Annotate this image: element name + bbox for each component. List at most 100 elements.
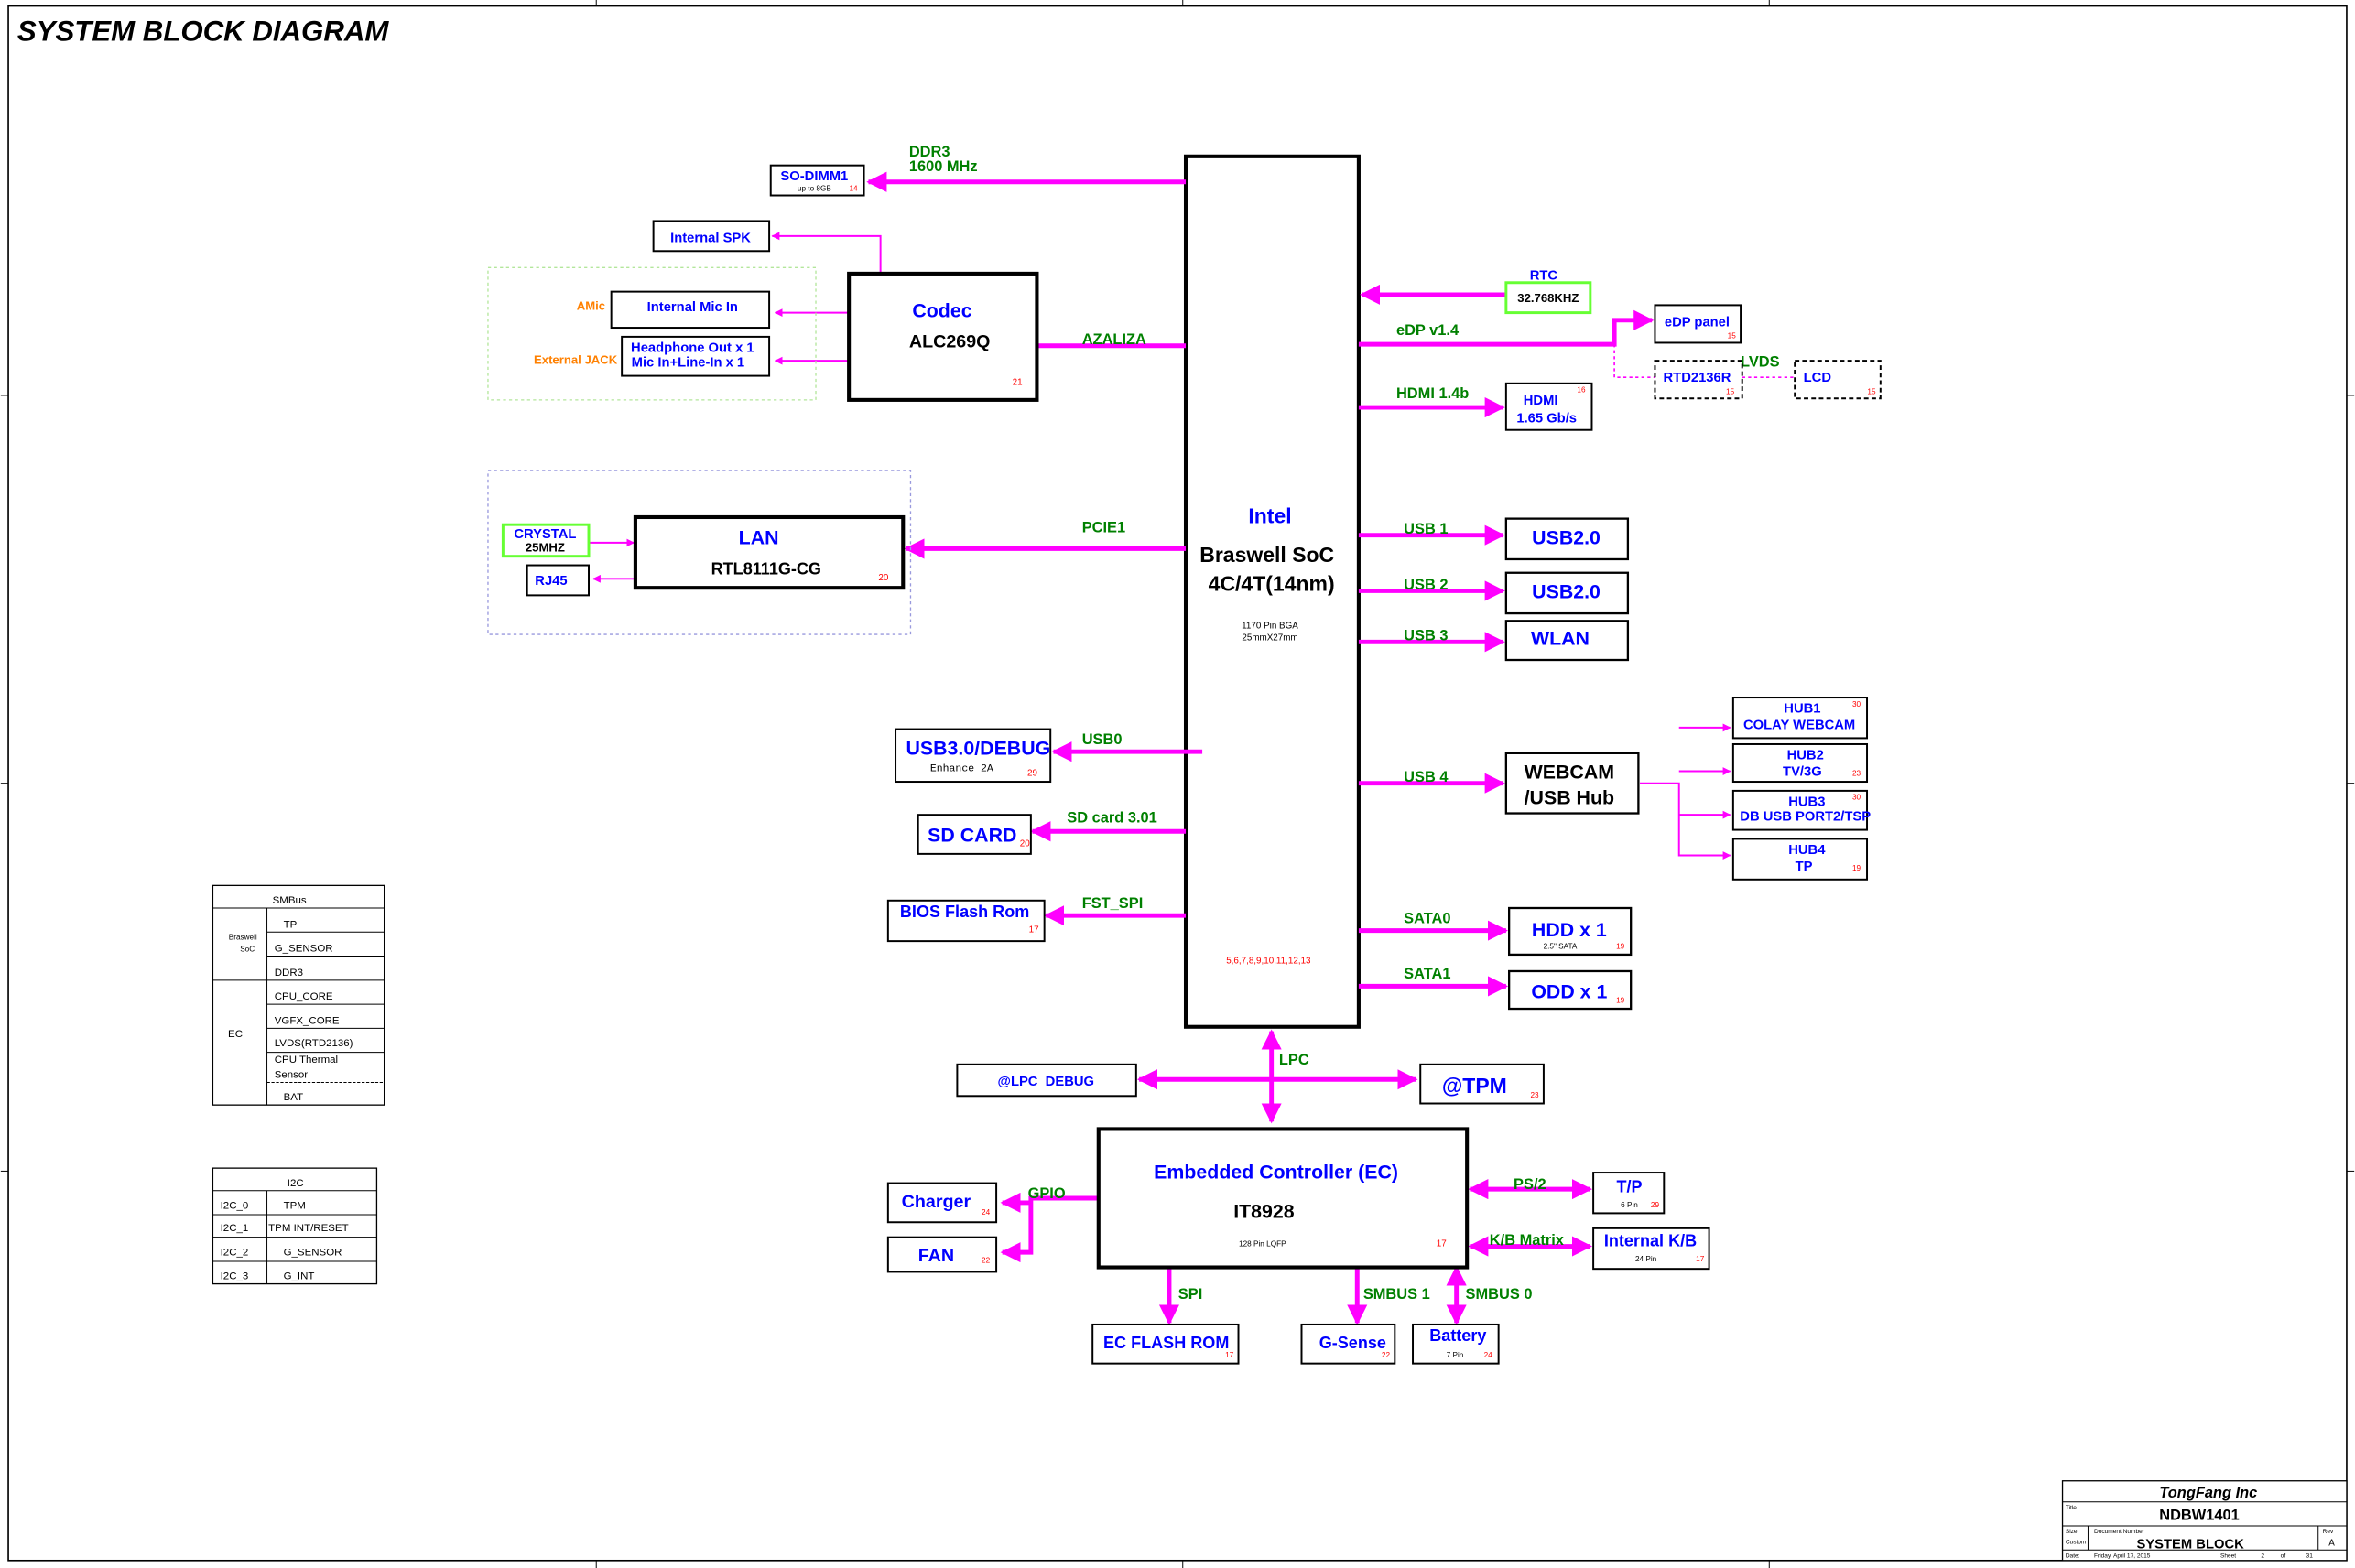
hdmi-rate: 1.65 Gb/s	[1516, 412, 1577, 427]
edp-label: eDP panel	[1665, 315, 1730, 330]
drawing-title: NDBW1401	[2159, 1507, 2240, 1523]
battery-page: 24	[1484, 1351, 1493, 1359]
lcd-label: LCD	[1804, 371, 1832, 385]
soc-package: 1170 Pin BGA	[1242, 622, 1298, 632]
i2c-row2-dev: G_SENSOR	[284, 1247, 342, 1258]
smbus-row-thermal: CPU Thermal	[275, 1054, 338, 1065]
ec-flash-block: EC FLASH ROM 17	[1091, 1323, 1240, 1365]
i2c-row0-bus: I2C_0	[221, 1200, 249, 1211]
external-jack-tag: External JACK	[534, 352, 618, 366]
i2c-row1-bus: I2C_1	[221, 1223, 249, 1234]
size-value: Custom	[2066, 1540, 2087, 1546]
pcie1-label: PCIE1	[1082, 519, 1125, 535]
usb30-label: USB3.0/DEBUG	[906, 737, 1051, 759]
ec-title: Embedded Controller (EC)	[1154, 1162, 1398, 1184]
lpc-debug-label: @LPC_DEBUG	[998, 1075, 1094, 1089]
usb2-label: USB 2	[1404, 577, 1448, 593]
hub2-block: HUB2 TV/3G 23	[1731, 742, 1869, 784]
bios-page: 17	[1029, 925, 1039, 935]
hdd-sub: 2.5" SATA	[1544, 942, 1578, 950]
hub4-page: 19	[1852, 864, 1861, 872]
edp-bus-label: eDP v1.4	[1396, 322, 1460, 339]
tpm-page: 23	[1531, 1091, 1540, 1099]
hdmi-bus-label: HDMI 1.4b	[1396, 385, 1469, 402]
usb1-label: USB 1	[1404, 521, 1448, 537]
amic-tag: AMic	[577, 298, 605, 312]
smbus-row-tp: TP	[284, 919, 298, 930]
ec-flash-label: EC FLASH ROM	[1103, 1334, 1229, 1352]
revision: A	[2328, 1538, 2335, 1548]
odd-page: 19	[1616, 996, 1625, 1004]
edp-bus	[1358, 309, 1655, 347]
lan-block: LAN RTL8111G-CG 20	[633, 514, 906, 590]
hdd-label: HDD x 1	[1532, 919, 1607, 941]
hdd-block: HDD x 1 2.5" SATA 19	[1507, 906, 1633, 957]
title-field-label: Title	[2066, 1505, 2077, 1511]
page-title: SYSTEM BLOCK DIAGRAM	[17, 15, 389, 47]
ec-page: 17	[1437, 1239, 1447, 1249]
sheet-field-label: Sheet	[2220, 1553, 2236, 1560]
edp-block: eDP panel 15	[1654, 304, 1742, 344]
lpc-label: LPC	[1279, 1052, 1309, 1068]
smbus-row-gsensor: G_SENSOR	[275, 944, 333, 955]
hdmi-page: 16	[1577, 386, 1586, 395]
audio-group-outline	[487, 266, 817, 401]
i2c-table: I2C I2C_0 TPM I2C_1 TPM INT/RESET I2C_2 …	[212, 1167, 378, 1285]
i2c-row0-dev: TPM	[284, 1200, 306, 1211]
hub4-title: HUB4	[1788, 843, 1826, 858]
webcam-block: WEBCAM /USB Hub	[1504, 752, 1640, 815]
hub3-block: HUB3 DB USB PORT2/TSP 30	[1731, 789, 1871, 831]
battery-label: Battery	[1429, 1326, 1486, 1345]
tp-page: 29	[1651, 1201, 1660, 1209]
usb1-device: USB2.0	[1532, 527, 1601, 549]
smbus0-label: SMBUS 0	[1466, 1286, 1533, 1303]
webcam-line2: /USB Hub	[1525, 787, 1614, 809]
document-number: SYSTEM BLOCK	[2136, 1538, 2244, 1552]
usb2-block: USB2.0	[1504, 571, 1630, 615]
smbus1-label: SMBUS 1	[1363, 1286, 1430, 1303]
speaker-block: Internal SPK	[652, 220, 771, 253]
date-value: Friday, April 17, 2015	[2094, 1553, 2151, 1560]
tp-pins: 6 Pin	[1621, 1201, 1638, 1209]
hub1-title: HUB1	[1784, 701, 1820, 716]
azalia-label: AZALIZA	[1082, 331, 1146, 348]
gsense-page: 22	[1382, 1351, 1391, 1359]
rj45-block: RJ45	[526, 564, 590, 597]
lcd-page: 15	[1867, 387, 1876, 395]
soc-vendor: Intel	[1248, 504, 1291, 528]
hub1-device: COLAY WEBCAM	[1743, 719, 1855, 733]
battery-pins: 7 Pin	[1447, 1351, 1464, 1359]
lan-group-outline	[487, 470, 912, 635]
rtc-block: RTC 32.768KHZ	[1504, 268, 1592, 315]
rtd-label: RTD2136R	[1664, 371, 1731, 385]
sodimm-capacity: up to 8GB	[798, 185, 831, 193]
smbus-soc-label: Braswell	[229, 933, 257, 941]
spk-line	[771, 232, 882, 273]
hub2-page: 23	[1852, 769, 1861, 777]
i2c-row3-bus: I2C_3	[221, 1271, 249, 1282]
i2c-header: I2C	[288, 1178, 304, 1189]
wlan-block: WLAN	[1504, 620, 1630, 662]
odd-block: ODD x 1 19	[1507, 969, 1633, 1011]
lpc-debug-block: @LPC_DEBUG	[956, 1063, 1137, 1098]
edp-page: 15	[1728, 332, 1737, 341]
usb4-label: USB 4	[1404, 769, 1449, 785]
ec-part: IT8928	[1233, 1200, 1295, 1222]
doc-field-label: Document Number	[2094, 1529, 2145, 1535]
bus-labels: DDR3 1600 MHz AZALIZA PCIE1 USB0 SD card…	[909, 144, 1780, 1303]
rtd-block: RTD2136R 15	[1654, 360, 1743, 400]
jack-line1: Headphone Out x 1	[631, 341, 754, 355]
rtc-label: RTC	[1530, 268, 1558, 283]
smbus-table: SMBus Braswell SoC TP G_SENSOR DDR3 EC C…	[212, 884, 385, 1106]
smbus-row-vgfx: VGFX_CORE	[275, 1015, 340, 1026]
sodimm-page: 14	[850, 185, 859, 193]
rtd-page: 15	[1726, 387, 1735, 395]
sheet-total: 31	[2306, 1553, 2314, 1560]
lan-title: LAN	[739, 527, 779, 549]
hub-blocks: HUB1 COLAY WEBCAM 30 HUB2 TV/3G 23 HUB3 …	[1731, 697, 1871, 881]
soc-pages: 5,6,7,8,9,10,11,12,13	[1226, 957, 1311, 967]
jack-line2: Mic In+Line-In x 1	[632, 356, 744, 371]
mic-block: Internal Mic In	[610, 290, 771, 330]
tp-block: T/P 6 Pin 29	[1592, 1172, 1666, 1215]
